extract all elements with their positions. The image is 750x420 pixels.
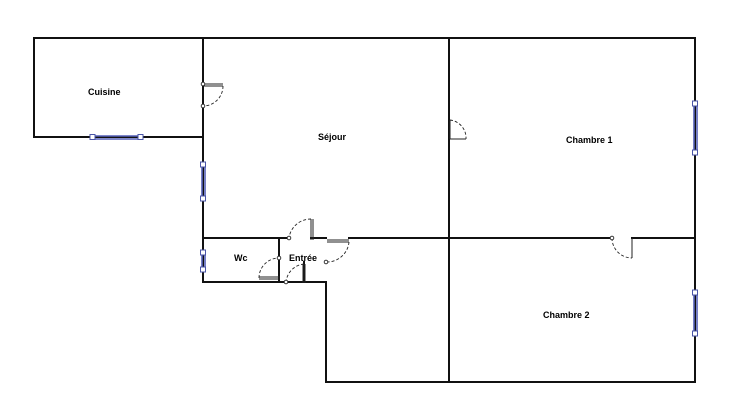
room-label-wc: Wc bbox=[234, 253, 248, 263]
window-chambre2 bbox=[692, 289, 698, 337]
room-label-sejour: Séjour bbox=[318, 132, 347, 142]
room-label-chambre2: Chambre 2 bbox=[543, 310, 590, 320]
door-sejour-entree bbox=[286, 218, 314, 241]
room-label-entree: Entrée bbox=[289, 253, 317, 263]
door-chambre1 bbox=[449, 119, 467, 140]
door-cuisine bbox=[200, 81, 224, 109]
door-entrance bbox=[283, 263, 306, 285]
window-wc bbox=[200, 249, 206, 273]
door-entree-lower bbox=[323, 239, 350, 265]
walls bbox=[33, 37, 696, 383]
windows bbox=[89, 100, 698, 337]
wall-wc-bottom bbox=[202, 281, 327, 383]
window-cuisine bbox=[89, 134, 144, 140]
room-labels: Cuisine Séjour Chambre 1 Chambre 2 Wc En… bbox=[88, 87, 613, 320]
wall-cuisine bbox=[33, 37, 204, 138]
door-wc bbox=[258, 255, 282, 280]
doors bbox=[200, 81, 633, 285]
window-chambre1 bbox=[692, 100, 698, 156]
room-label-chambre1: Chambre 1 bbox=[566, 135, 613, 145]
door-chambre2 bbox=[609, 235, 633, 259]
window-sejour-left bbox=[200, 161, 206, 202]
room-label-cuisine: Cuisine bbox=[88, 87, 121, 97]
